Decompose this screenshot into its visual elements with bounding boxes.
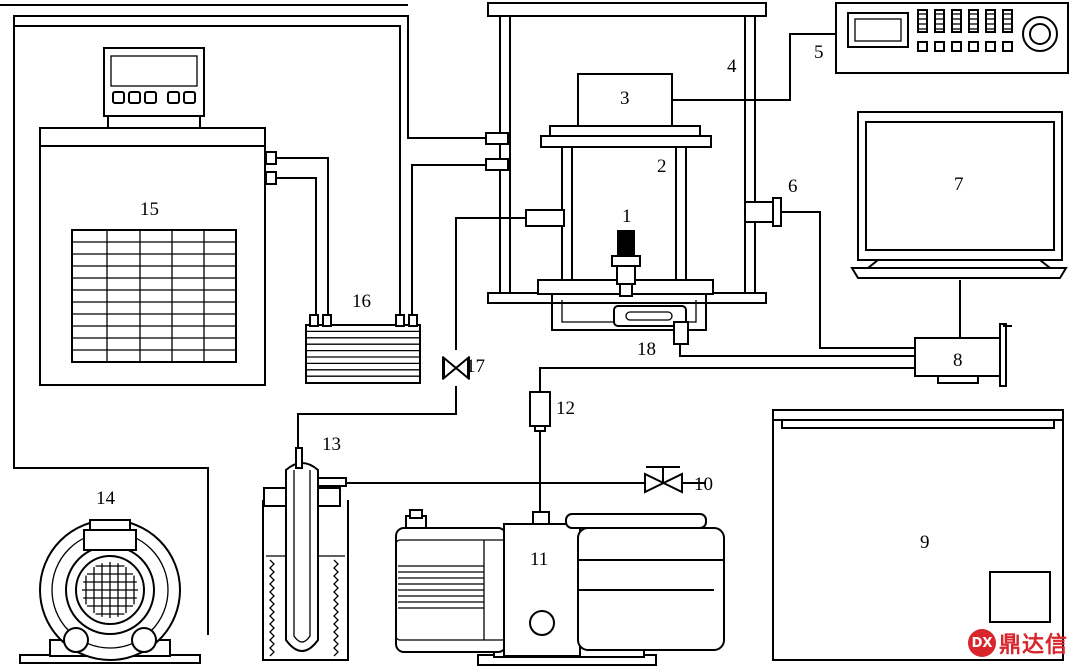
label-6: 6 bbox=[788, 176, 798, 197]
controller-unit bbox=[835, 2, 1069, 74]
vacuum-pump bbox=[395, 509, 725, 666]
label-2: 2 bbox=[657, 156, 667, 177]
label-14: 14 bbox=[96, 488, 116, 509]
label-8: 8 bbox=[953, 350, 963, 371]
watermark-text: 鼎达信 bbox=[999, 633, 1069, 658]
label-11: 11 bbox=[530, 549, 548, 570]
label-12: 12 bbox=[556, 398, 575, 419]
filter-12 bbox=[529, 391, 551, 432]
label-17: 17 bbox=[466, 356, 485, 377]
label-1: 1 bbox=[622, 206, 632, 227]
frame bbox=[485, 2, 767, 304]
label-3: 3 bbox=[620, 88, 630, 109]
power-supply bbox=[305, 314, 421, 384]
labels: 1 2 3 4 5 6 7 8 9 10 11 12 13 14 15 16 1… bbox=[96, 42, 964, 570]
turbine bbox=[19, 519, 201, 664]
seal-icon: DX bbox=[968, 629, 996, 657]
monitor bbox=[850, 111, 1068, 279]
label-9: 9 bbox=[920, 532, 930, 553]
watermark-logo: DX 鼎达信 bbox=[968, 628, 1068, 658]
chamber bbox=[525, 73, 714, 345]
label-7: 7 bbox=[954, 174, 964, 195]
label-15: 15 bbox=[140, 199, 159, 220]
window-port bbox=[744, 197, 782, 227]
valve-10 bbox=[644, 466, 683, 494]
label-13: 13 bbox=[322, 434, 341, 455]
label-16: 16 bbox=[352, 291, 371, 312]
label-10: 10 bbox=[694, 474, 713, 495]
label-18: 18 bbox=[637, 339, 656, 360]
computer-case bbox=[772, 409, 1064, 661]
pipes bbox=[0, 4, 961, 635]
cold-trap bbox=[262, 447, 349, 661]
chiller bbox=[39, 47, 277, 386]
acquisition-card bbox=[914, 323, 1012, 387]
valve-17 bbox=[442, 355, 470, 381]
label-4: 4 bbox=[727, 56, 737, 77]
label-5: 5 bbox=[814, 42, 824, 63]
